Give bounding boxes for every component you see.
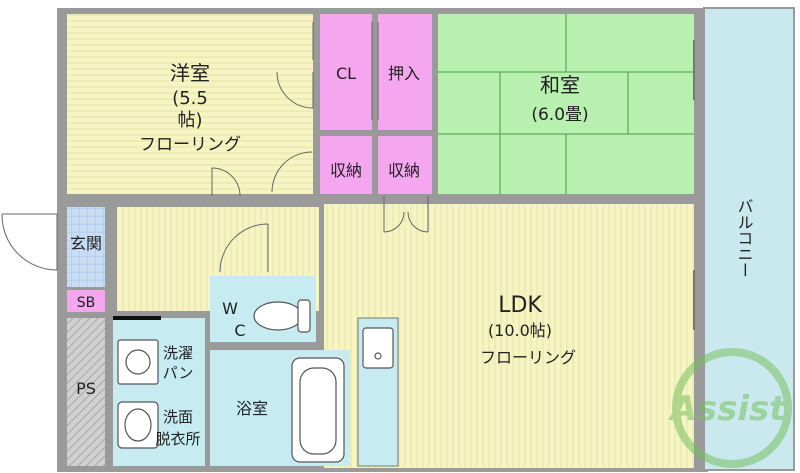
shoebox-label: SB	[77, 295, 96, 311]
shelf-bar	[113, 316, 161, 320]
ldk-floor-type: フローリング	[480, 348, 576, 367]
ldk-size: (10.0帖)	[488, 321, 552, 340]
wc-label-1: W	[222, 299, 238, 318]
japanese-room-name: 和室	[540, 73, 580, 97]
toilet-icon	[253, 299, 311, 333]
western-room-floor-type: フローリング	[139, 135, 241, 155]
tatami-lines	[438, 14, 694, 194]
entrance-floor	[67, 207, 105, 287]
kitchen-sink-icon	[362, 327, 394, 369]
doors	[1, 22, 429, 273]
bathtub-icon	[291, 357, 345, 463]
closet-label: CL	[336, 64, 356, 83]
western-room-floor	[67, 14, 313, 194]
western-room-size-2: 帖)	[177, 110, 202, 131]
western-room-size-1: (5.5	[172, 88, 208, 109]
entrance-label: 玄関	[70, 234, 102, 253]
washbasin-icon	[117, 401, 159, 449]
assist-logo: Assist	[668, 348, 792, 468]
washroom-label-1: 洗面	[163, 408, 193, 426]
pipe-space-area	[67, 318, 105, 466]
closet-area	[320, 14, 372, 130]
ldk-name: LDK	[498, 293, 542, 318]
storage-left-area	[320, 136, 372, 194]
laundry-label-1: 洗濯	[163, 344, 193, 362]
washing-pan-icon	[117, 339, 159, 385]
shoebox-area	[67, 290, 105, 312]
japanese-room-size: (6.0畳)	[531, 105, 588, 125]
storage-right-area	[378, 136, 432, 194]
washroom-label-2: 脱衣所	[155, 430, 200, 448]
assist-logo-text: Assist	[668, 389, 788, 429]
oshiire-area	[378, 14, 432, 130]
storage-left-label: 収納	[330, 161, 362, 180]
wc-label-2: C	[234, 321, 245, 340]
bath-label: 浴室	[236, 399, 268, 418]
storage-right-label: 収納	[388, 161, 420, 180]
balcony-floor	[703, 7, 795, 471]
pipe-space-label: PS	[76, 379, 96, 398]
balcony-label: バルコニー	[735, 198, 754, 278]
oshiire-label: 押入	[388, 64, 420, 83]
western-room-name: 洋室	[170, 61, 210, 85]
laundry-label-2: パン	[163, 364, 194, 382]
